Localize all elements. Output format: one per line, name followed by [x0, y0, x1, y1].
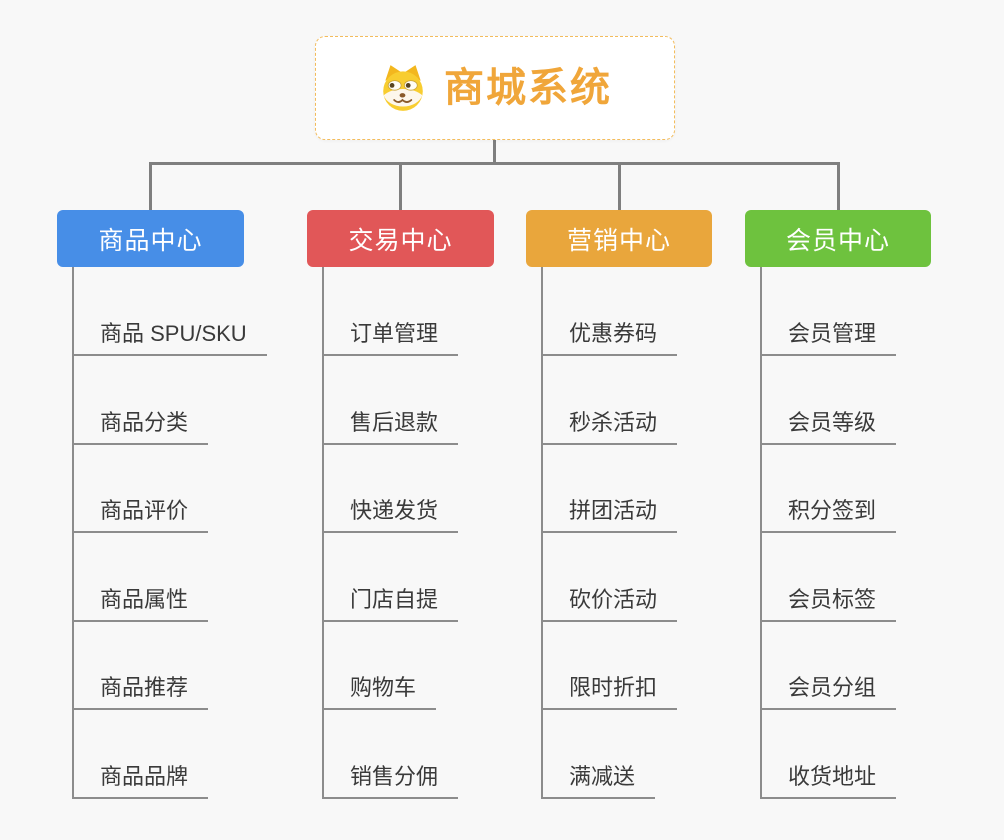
- connector-stub-branch1: [149, 162, 152, 210]
- subtopic-item[interactable]: 商品分类: [72, 409, 209, 445]
- connector-rail: [149, 162, 840, 165]
- subtopic-item[interactable]: 购物车: [322, 674, 437, 710]
- dog-face-icon: [383, 65, 423, 111]
- root-node[interactable]: 商城系统: [315, 36, 675, 140]
- subtopic-item[interactable]: 销售分佣: [322, 763, 459, 799]
- subtopic-item[interactable]: 会员管理: [760, 320, 897, 356]
- subtopic-item[interactable]: 积分签到: [760, 497, 897, 533]
- subtopic-item[interactable]: 订单管理: [322, 320, 459, 356]
- connector-root-stub: [493, 139, 496, 163]
- branch-box-trade[interactable]: 交易中心: [307, 210, 494, 267]
- subtopic-item[interactable]: 满减送: [541, 763, 656, 799]
- subtopic-item[interactable]: 门店自提: [322, 586, 459, 622]
- root-title: 商城系统: [444, 66, 612, 110]
- subtopic-item[interactable]: 商品评价: [72, 497, 209, 533]
- branch-label: 交易中心: [348, 226, 453, 255]
- subtopic-item[interactable]: 商品属性: [72, 586, 209, 622]
- subtopic-item[interactable]: 秒杀活动: [541, 409, 678, 445]
- subtopic-item[interactable]: 商品品牌: [72, 763, 209, 799]
- subtopic-item[interactable]: 售后退款: [322, 409, 459, 445]
- subtopic-item[interactable]: 会员标签: [760, 586, 897, 622]
- branch-box-member[interactable]: 会员中心: [745, 210, 931, 267]
- subtopic-item[interactable]: 砍价活动: [541, 586, 678, 622]
- subtopic-item[interactable]: 会员分组: [760, 674, 897, 710]
- subtopic-item[interactable]: 限时折扣: [541, 674, 678, 710]
- branch-box-marketing[interactable]: 营销中心: [526, 210, 712, 267]
- subtopic-item[interactable]: 商品推荐: [72, 674, 209, 710]
- branch-label: 商品中心: [98, 226, 203, 255]
- subtopic-item[interactable]: 商品 SPU/SKU: [72, 320, 267, 356]
- branch-box-product[interactable]: 商品中心: [57, 210, 244, 267]
- branch-label: 营销中心: [566, 226, 671, 255]
- connector-stub-branch2: [399, 162, 402, 210]
- subtopic-item[interactable]: 拼团活动: [541, 497, 678, 533]
- connector-stub-branch4: [837, 162, 840, 210]
- trunk-branch1: [72, 267, 74, 799]
- branch-label: 会员中心: [785, 226, 890, 255]
- connector-stub-branch3: [618, 162, 621, 210]
- subtopic-item[interactable]: 优惠券码: [541, 320, 678, 356]
- subtopic-item[interactable]: 快递发货: [322, 497, 459, 533]
- subtopic-item[interactable]: 收货地址: [760, 763, 897, 799]
- trunk-branch4: [760, 267, 762, 799]
- subtopic-item[interactable]: 会员等级: [760, 409, 897, 445]
- trunk-branch3: [541, 267, 543, 799]
- trunk-branch2: [322, 267, 324, 799]
